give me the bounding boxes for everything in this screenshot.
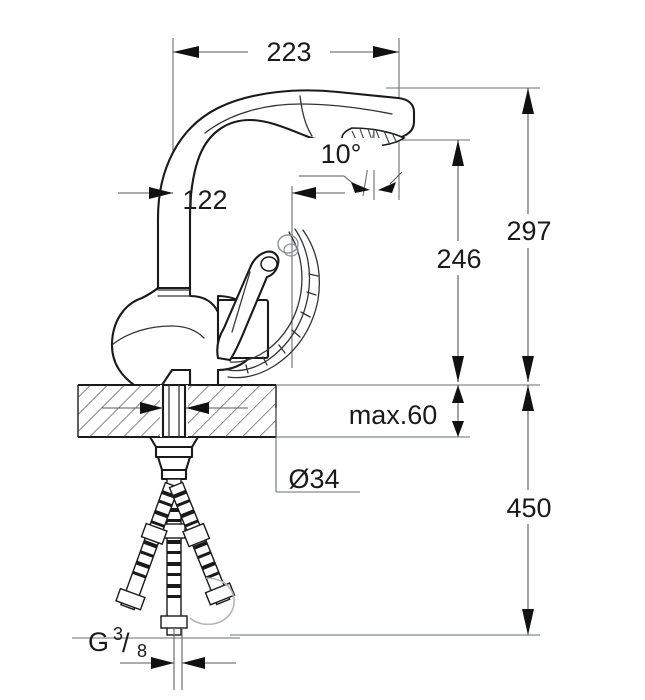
dimension-max60: max.60	[349, 385, 464, 437]
pullout-hose-loop	[227, 228, 320, 379]
thread-denominator-label: 8	[137, 641, 147, 661]
thread-fraction-slash: /	[122, 628, 130, 658]
spray-head-seam	[299, 95, 313, 137]
thread-size-label: G 3 / 8	[88, 624, 236, 669]
hose-center	[160, 478, 188, 690]
dimension-246: 246	[418, 140, 500, 382]
thread-prefix-label: G	[88, 627, 109, 657]
dimension-297: 297	[488, 88, 570, 382]
dimension-223-label: 223	[266, 37, 311, 67]
thread-numerator-label: 3	[113, 624, 123, 644]
hose-right	[168, 481, 236, 606]
dimension-hole-arrows	[102, 402, 248, 414]
body-left-contour	[111, 325, 205, 346]
dimension-450: 450	[488, 385, 570, 635]
dimension-10-degree: 10°	[299, 129, 403, 200]
dimension-hole-diameter: Ø34	[275, 408, 360, 494]
dimension-max60-label: max.60	[349, 400, 438, 430]
dimension-hole-diameter-label: Ø34	[288, 464, 339, 494]
dimension-297-label: 297	[506, 216, 551, 246]
dimension-angle-label: 10°	[321, 139, 362, 169]
spout-seam-line	[204, 103, 393, 134]
countertop-section	[77, 383, 277, 439]
dimension-246-label: 246	[436, 244, 481, 274]
hose-left	[115, 481, 180, 611]
dimension-122: 122	[118, 185, 345, 215]
hose-curl-ghost	[189, 577, 235, 626]
lever-handle	[216, 250, 280, 362]
dimension-122-label: 122	[182, 185, 227, 215]
hose-guide-detail	[277, 234, 299, 257]
dimension-450-label: 450	[506, 493, 551, 523]
supply-hoses	[115, 478, 236, 690]
dimension-223: 223	[173, 35, 399, 69]
